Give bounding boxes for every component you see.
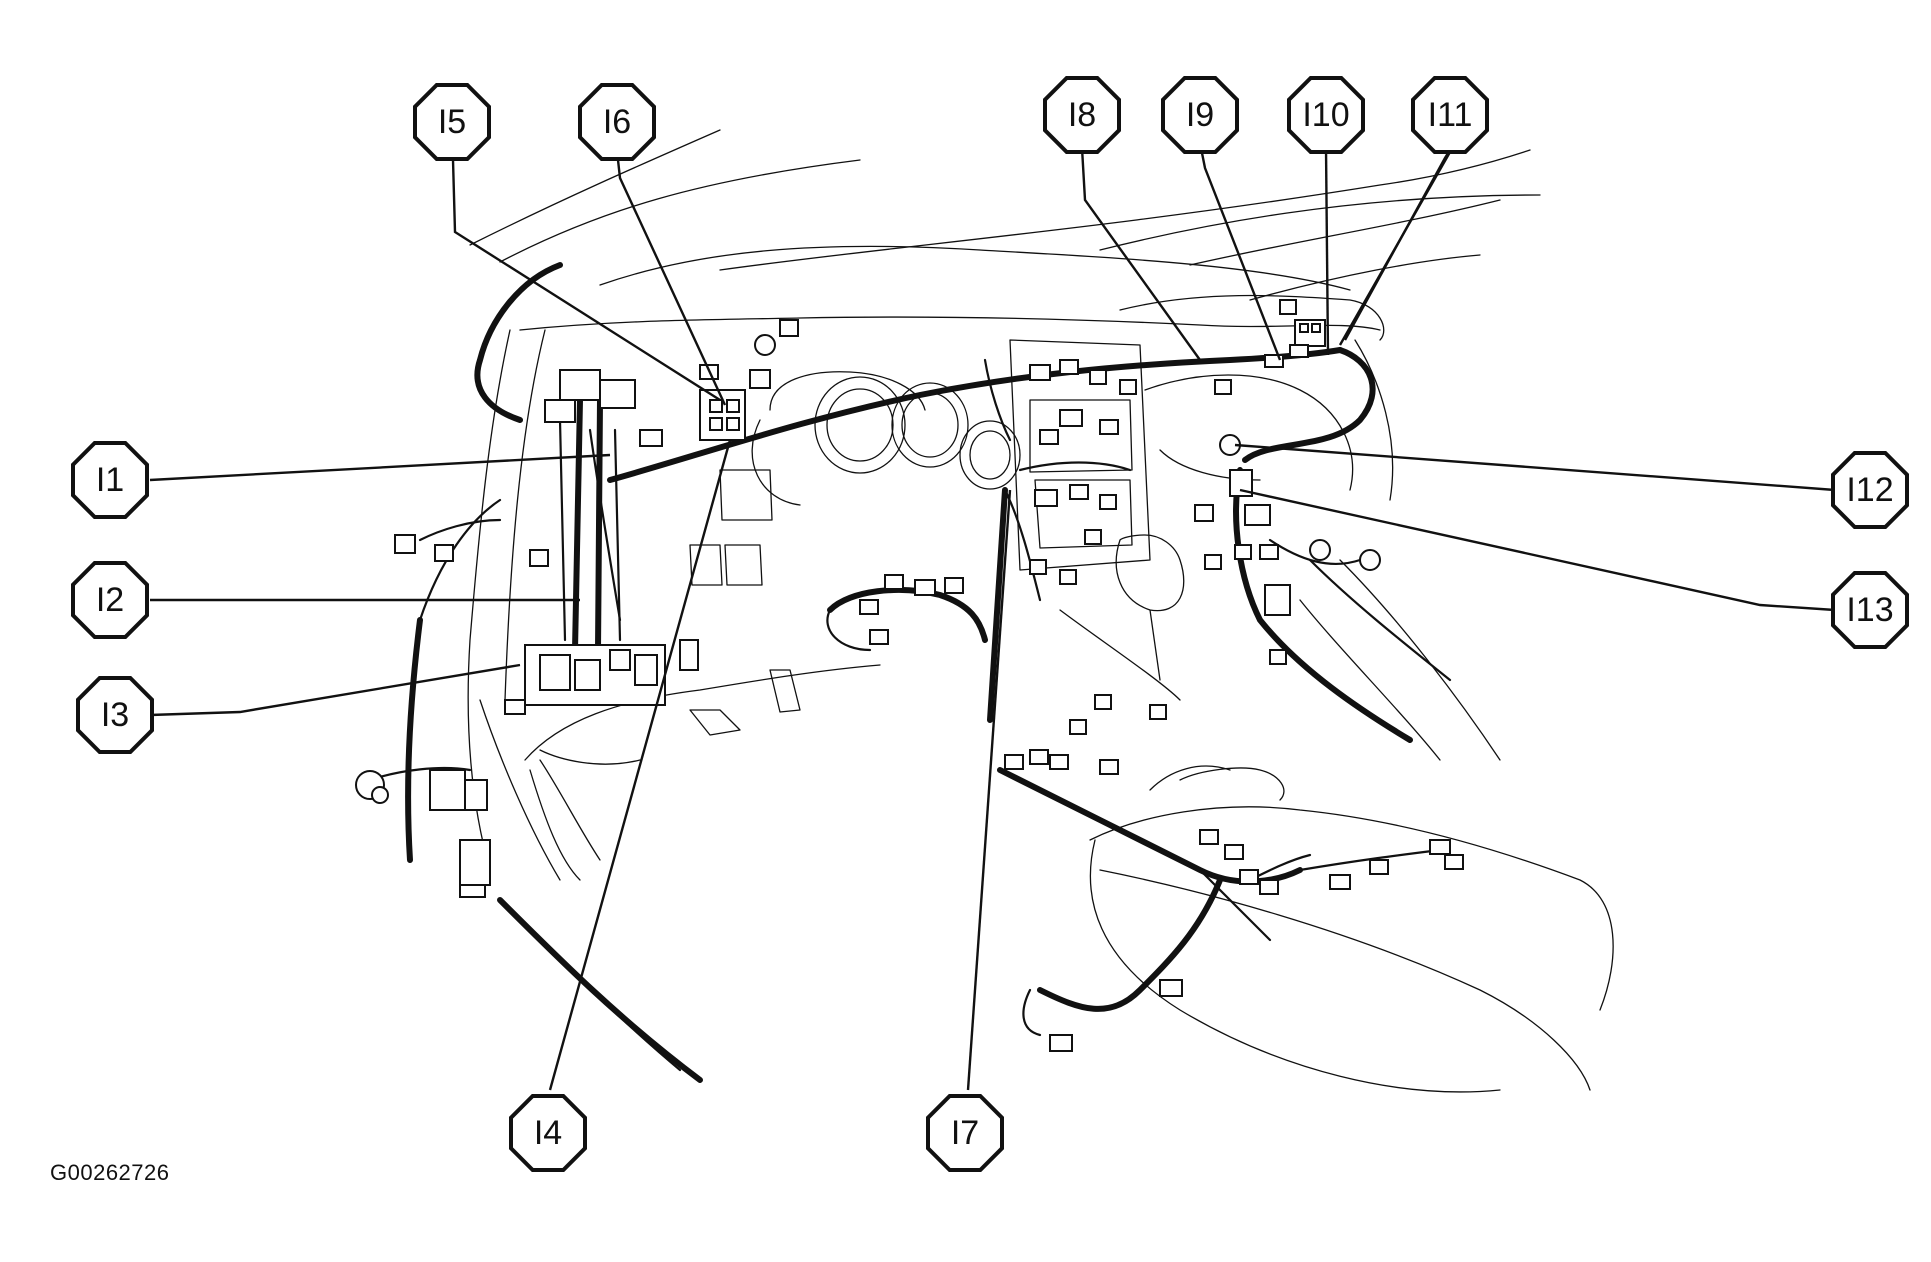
callout-i7: I7 — [926, 1094, 1004, 1172]
callout-label: I11 — [1428, 96, 1473, 134]
leader-i12 — [1234, 443, 1836, 492]
callout-octagon — [1411, 76, 1489, 154]
leader-lines — [149, 147, 1836, 1091]
callout-label: I13 — [1846, 591, 1893, 629]
callout-i5: I5 — [413, 83, 491, 161]
callout-octagon — [578, 83, 656, 161]
callout-i2: I2 — [71, 561, 149, 639]
callout-i1: I1 — [71, 441, 149, 519]
callout-octagon — [1831, 451, 1909, 529]
callout-i11: I11 — [1411, 76, 1489, 154]
callout-octagon — [509, 1094, 587, 1172]
callout-label: I8 — [1068, 96, 1096, 134]
callout-label: I10 — [1302, 96, 1349, 134]
leader-i11b — [1343, 149, 1452, 341]
callout-i8: I8 — [1043, 76, 1121, 154]
callout-octagon — [413, 83, 491, 161]
callout-label: I12 — [1846, 471, 1893, 509]
callout-i12: I12 — [1831, 451, 1909, 529]
callout-label: I9 — [1186, 96, 1214, 134]
leader-i8 — [1080, 147, 1201, 361]
leader-i4 — [548, 439, 732, 1091]
leader-i3 — [149, 663, 521, 717]
wiring-harness — [368, 262, 1452, 1083]
leader-i5 — [451, 159, 721, 402]
leader-i13 — [1239, 488, 1836, 612]
leader-i9 — [1199, 147, 1282, 361]
leader-i7 — [966, 489, 1012, 1091]
callout-i6: I6 — [578, 83, 656, 161]
callout-i13: I13 — [1831, 571, 1909, 649]
leader-i10 — [1324, 147, 1330, 356]
callout-label: I7 — [951, 1114, 979, 1152]
callout-i10: I10 — [1287, 76, 1365, 154]
callout-label: I3 — [101, 696, 129, 734]
callout-octagon — [1287, 76, 1365, 154]
callout-octagon — [926, 1094, 1004, 1172]
callout-i9: I9 — [1161, 76, 1239, 154]
callout-label: I5 — [438, 103, 466, 141]
leader-i1 — [149, 453, 611, 482]
callout-octagon — [76, 676, 154, 754]
callout-i3: I3 — [76, 676, 154, 754]
callout-octagon — [1161, 76, 1239, 154]
connectors — [355, 299, 1464, 1052]
callout-octagon — [71, 441, 149, 519]
callout-octagon — [1043, 76, 1121, 154]
callout-octagon — [71, 561, 149, 639]
callout-label: I2 — [96, 581, 124, 619]
figure-id: G00262726 — [50, 1160, 170, 1185]
leader-i6 — [616, 159, 727, 406]
callout-i4: I4 — [509, 1094, 587, 1172]
callout-label: I6 — [603, 103, 631, 141]
callout-octagon — [1831, 571, 1909, 649]
callout-label: I1 — [96, 461, 124, 499]
dashboard-outline — [467, 129, 1614, 1093]
callout-label: I4 — [534, 1114, 562, 1152]
